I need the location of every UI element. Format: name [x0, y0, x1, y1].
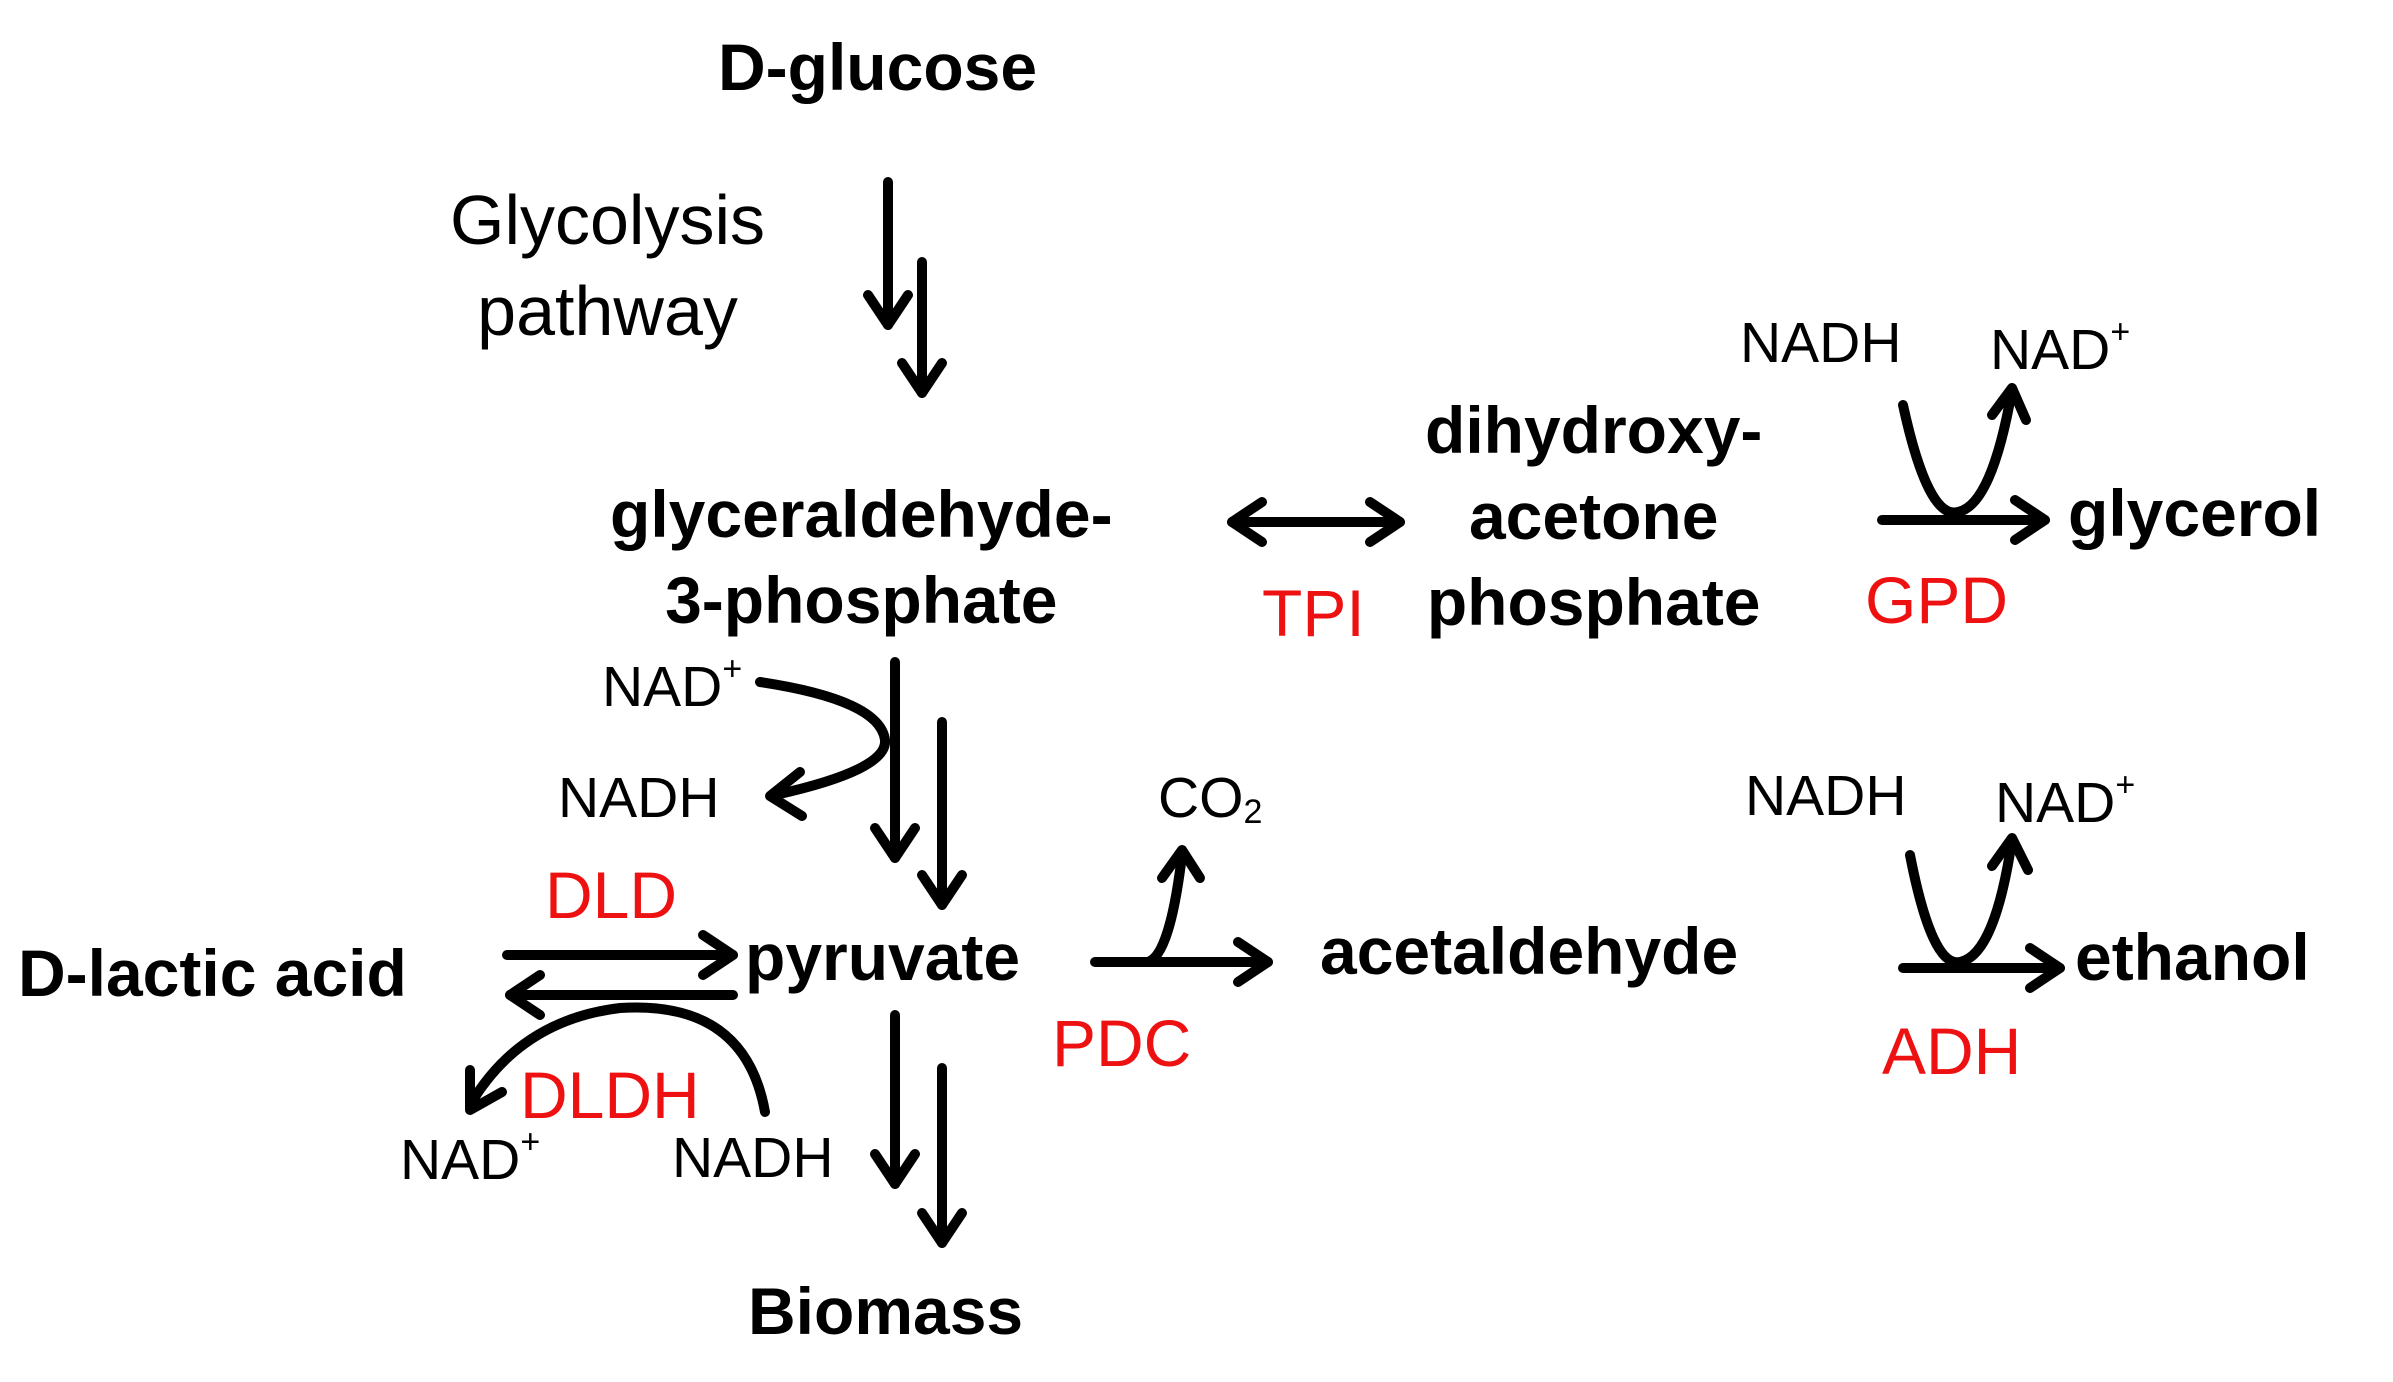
plus-sign: + [2110, 313, 2131, 351]
dldh-arrow [465, 970, 770, 1117]
biomass-label: Biomass [748, 1274, 1024, 1348]
g3p-nad-plus-label: NAD+ [602, 652, 742, 716]
adh-nadh-label: NADH [1745, 764, 1907, 828]
plus-sign: + [2115, 766, 2136, 804]
pyruvate-label: pyruvate [745, 920, 1021, 994]
nad-text: NAD [1990, 318, 2111, 382]
tpi-enzyme-label: TPI [1262, 576, 1365, 650]
pdc-enzyme-label: PDC [1052, 1006, 1192, 1080]
nad-text: NAD [1995, 771, 2116, 835]
subscript-two: 2 [1243, 793, 1263, 831]
d-lactic-acid-label: D-lactic acid [18, 936, 407, 1010]
ethanol-label: ethanol [2075, 920, 2310, 994]
adh-arrow [1898, 833, 2065, 993]
nad-text: NAD [400, 1128, 521, 1192]
dihydroxyacetone-phosphate-label: dihydroxy- acetone phosphate [1425, 388, 1762, 645]
nad-text: NAD [602, 655, 723, 719]
nad-to-nadh-curve [755, 677, 890, 800]
tpi-arrow [1227, 497, 1405, 547]
g3p-line1: glyceraldehyde- [610, 477, 1113, 551]
gpd-nad-plus-label: NAD+ [1990, 315, 2130, 379]
g3p-to-pyruvate-arrow [870, 657, 967, 910]
gpd-nadh-label: NADH [1740, 311, 1902, 375]
glycerol-label: glycerol [2068, 476, 2322, 550]
dld-enzyme-label: DLD [545, 858, 678, 932]
g3p-nadh-label: NADH [558, 766, 720, 830]
plus-sign: + [722, 650, 743, 688]
glyceraldehyde-3-phosphate-label: glyceraldehyde- 3-phosphate [610, 472, 1113, 644]
dldh-nad-plus-label: NAD+ [400, 1125, 540, 1189]
dld-arrow [502, 930, 738, 980]
dhap-line1: dihydroxy- [1425, 393, 1763, 467]
dldh-enzyme-label: DLDH [520, 1058, 700, 1132]
adh-nad-plus-label: NAD+ [1995, 768, 2135, 832]
g3p-line2: 3-phosphate [665, 562, 1058, 637]
glycolysis-pathway-label: Glycolysis pathway [450, 175, 765, 357]
gpd-arrow [1877, 383, 2050, 545]
gpd-enzyme-label: GPD [1865, 563, 2009, 637]
pdc-co2-label: CO2 [1158, 770, 1263, 831]
d-glucose-label: D-glucose [718, 30, 1038, 104]
glycolysis-label-line2: pathway [477, 272, 738, 350]
glycolysis-arrow [863, 177, 947, 398]
dhap-line3: phosphate [1426, 564, 1761, 639]
acetaldehyde-label: acetaldehyde [1320, 914, 1739, 988]
dhap-line2: acetone [1468, 478, 1719, 553]
biomass-arrow [870, 1010, 967, 1248]
dldh-nadh-label: NADH [672, 1126, 834, 1190]
pdc-arrow [1090, 845, 1273, 987]
glycolysis-label-line1: Glycolysis [450, 181, 766, 259]
adh-enzyme-label: ADH [1882, 1014, 2022, 1088]
co-text: CO [1158, 766, 1244, 830]
plus-sign: + [520, 1123, 541, 1161]
